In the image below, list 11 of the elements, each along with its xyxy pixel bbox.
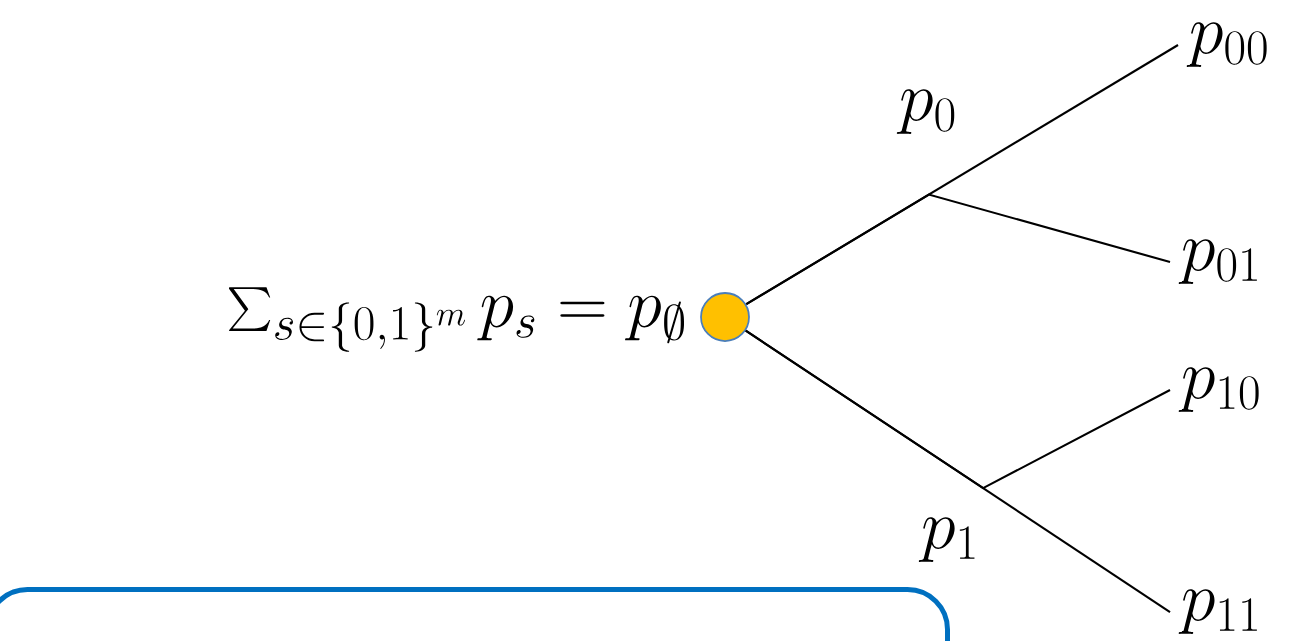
leaf-label: $p_{10}$ xyxy=(1178,367,1259,412)
branch-label: $p_0$ xyxy=(896,89,955,134)
root-circle xyxy=(700,292,750,342)
formula: $\sum_{s\in\{0,1\}^m} p_s = p_\emptyset$ xyxy=(229,287,685,352)
branch-line xyxy=(745,193,1171,306)
leaf-label: $p_{11}$ xyxy=(1178,589,1257,634)
branch-line xyxy=(745,329,1171,613)
leaf-label: $p_{00}$ xyxy=(1186,22,1267,67)
leaf-label: $p_{01}$ xyxy=(1178,239,1257,284)
panel-border xyxy=(0,587,950,641)
branch-label: $p_1$ xyxy=(918,517,975,562)
